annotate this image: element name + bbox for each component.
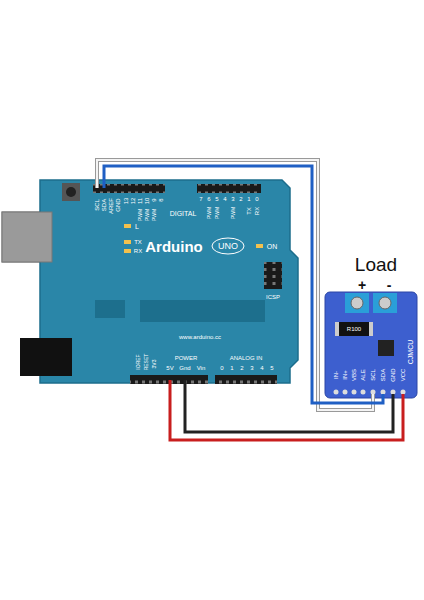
board-label: PWM xyxy=(152,209,157,221)
screw xyxy=(351,297,363,309)
board-label: 7 xyxy=(199,196,202,202)
board-label: 3 xyxy=(250,365,253,371)
board-label: 5 xyxy=(270,365,273,371)
board-label: www.arduino.cc xyxy=(179,334,221,340)
board-label: 3V3 xyxy=(152,360,157,369)
board-label: ON xyxy=(267,243,278,250)
board-label: SDA xyxy=(101,199,107,211)
pin-label: ALE xyxy=(360,369,366,380)
board-label: RX xyxy=(134,248,142,254)
pin-header xyxy=(215,375,277,384)
power-jack xyxy=(20,338,72,376)
board-label: 13 xyxy=(123,198,129,205)
board-label: Vin xyxy=(197,365,206,371)
board-label: 2 xyxy=(239,196,242,202)
board-label: RX xyxy=(254,207,260,215)
board-label: 12 xyxy=(130,198,136,205)
wire-scl xyxy=(97,160,373,410)
wire-gnd xyxy=(185,380,393,432)
wire-sda xyxy=(104,166,383,403)
module-label: - xyxy=(387,278,392,292)
shunt-resistor xyxy=(369,322,373,336)
board-label: IOREF xyxy=(136,354,141,369)
usb-connector xyxy=(2,212,52,262)
board-label: TX xyxy=(246,207,252,215)
board-label: 1 xyxy=(247,196,250,202)
arduino-board xyxy=(40,180,298,383)
power-jack xyxy=(20,338,72,376)
pin-label: VBS xyxy=(351,369,357,381)
shunt-resistor xyxy=(335,322,339,336)
component xyxy=(95,300,125,318)
screw xyxy=(379,297,391,309)
wire-scl xyxy=(97,160,373,410)
icsp-header xyxy=(264,262,282,289)
screw-terminal xyxy=(345,293,369,313)
board-label: RESET xyxy=(144,354,149,371)
pin-label: SCL xyxy=(370,369,376,381)
icsp-header xyxy=(264,262,282,289)
board-label: 8 xyxy=(158,198,164,201)
led xyxy=(256,244,263,248)
module-label: + xyxy=(358,278,366,292)
wire-vcc xyxy=(170,380,403,440)
load-label: Load xyxy=(355,255,397,274)
reset-button xyxy=(66,187,76,197)
board-label: 0 xyxy=(255,196,258,202)
pin-header xyxy=(215,375,277,384)
board-label: 0 xyxy=(220,365,223,371)
board-label: TX xyxy=(134,239,142,245)
board-label: PWM xyxy=(231,207,236,219)
board-label: 4 xyxy=(260,365,263,371)
pin-label: SDA xyxy=(380,369,386,381)
board-label: UNO xyxy=(218,242,238,251)
module-pins xyxy=(334,390,406,395)
board-label: 2 xyxy=(240,365,243,371)
ina219-module xyxy=(325,292,417,398)
board-label: ICSP xyxy=(266,294,280,300)
pin-label: GND xyxy=(390,368,396,381)
module-label: R100 xyxy=(347,326,361,332)
board-label: Arduino xyxy=(145,239,203,254)
board-label: 5V xyxy=(166,365,173,371)
board-label: 9 xyxy=(151,198,157,201)
reset-button xyxy=(62,183,80,201)
microcontroller xyxy=(140,300,265,322)
board-label: 4 xyxy=(223,196,226,202)
ic-chip xyxy=(378,340,394,356)
board-label: L xyxy=(135,223,139,230)
board-label: PWM xyxy=(215,207,220,219)
shunt-resistor xyxy=(338,322,370,336)
board-label: POWER xyxy=(175,355,198,361)
board-label: 3 xyxy=(231,196,234,202)
led xyxy=(124,249,131,253)
led xyxy=(124,240,131,244)
board-label: SCL xyxy=(94,199,100,211)
board-label: PWM xyxy=(145,209,150,221)
board-label: Gnd xyxy=(179,365,190,371)
screw-terminal xyxy=(373,293,397,313)
pin-header xyxy=(197,184,261,193)
pin-label: IN+ xyxy=(342,370,348,380)
board-label: 6 xyxy=(207,196,210,202)
board-label: PWM xyxy=(138,209,143,221)
board-label: 1 xyxy=(230,365,233,371)
board-label: 10 xyxy=(144,198,150,205)
board-label: 11 xyxy=(137,198,143,204)
pin-header xyxy=(197,184,261,193)
logo-oval xyxy=(212,238,244,254)
pin-label: VCC xyxy=(400,369,406,382)
board-label: DIGITAL xyxy=(170,210,197,217)
pin-label: IN- xyxy=(333,371,339,379)
led xyxy=(124,224,131,228)
usb-connector xyxy=(2,212,52,262)
board-label: AREF xyxy=(108,198,114,214)
board-label: PWM xyxy=(207,207,212,219)
board-label: GND xyxy=(115,198,121,211)
module-label: CJMCU xyxy=(407,340,414,365)
board-label: 5 xyxy=(215,196,218,202)
board-label: ANALOG IN xyxy=(230,355,263,361)
